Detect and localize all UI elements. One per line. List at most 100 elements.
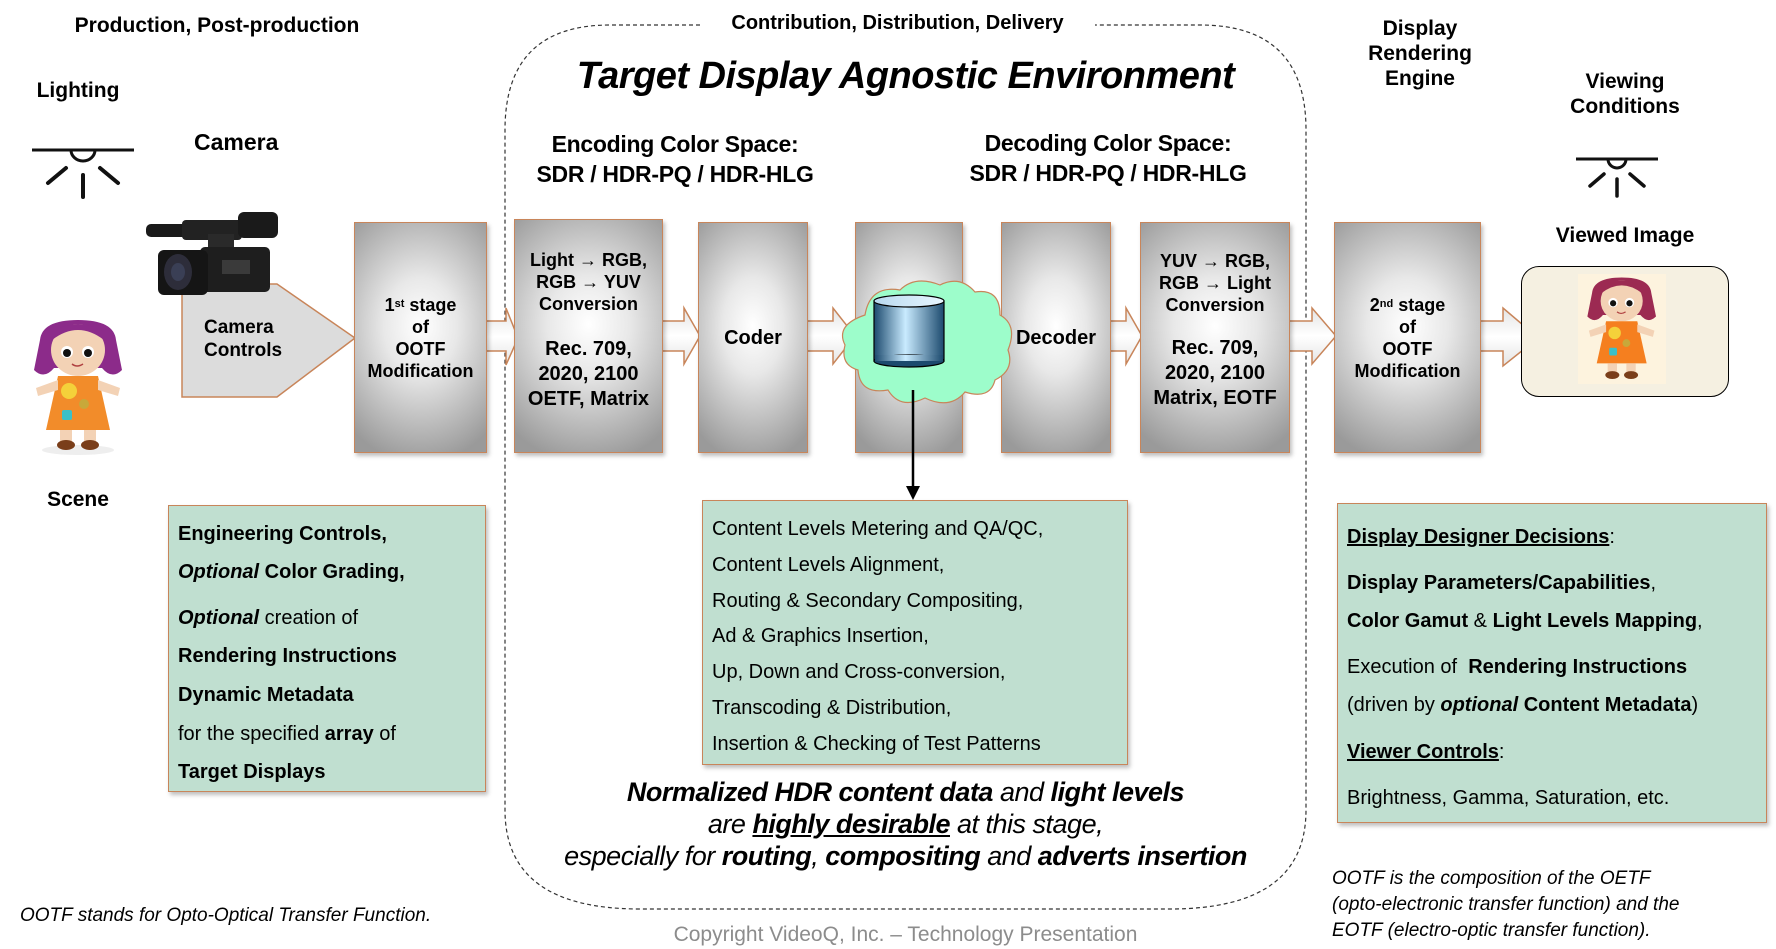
note-line3: EOTF (electro-optic transfer function).	[1332, 920, 1651, 941]
viewed-doll-image	[1578, 274, 1666, 384]
decode-conversion-box: YUV → RGB, RGB → Light Conversion Rec. 7…	[1140, 222, 1290, 453]
stage2-line2: of	[1399, 316, 1416, 337]
encode-line1: Light → RGB,	[530, 250, 647, 270]
arrow-decoder-to-decode	[1109, 305, 1143, 367]
summary-and2: and	[980, 841, 1038, 871]
display-params: Display Parameters/Capabilities	[1347, 572, 1651, 594]
dist-item: Content Levels Alignment,	[712, 554, 945, 576]
decoding-line1: Decoding Color Space:	[984, 130, 1232, 156]
stage1-line3: OOTF	[395, 338, 446, 359]
stage2-line3: OOTF	[1382, 338, 1433, 359]
prod-line2-italic: Optional	[178, 561, 260, 583]
stage2-line4: Modification	[1354, 360, 1461, 381]
coder-box: Coder	[698, 222, 808, 453]
encode-line3: Conversion	[538, 294, 639, 314]
summary-and: and	[992, 777, 1051, 807]
scene-doll-image	[34, 320, 122, 455]
stage1-line4: Modification	[367, 360, 474, 381]
decoder-box: Decoder	[1001, 222, 1111, 453]
prod-line2-bold: Color Grading,	[259, 561, 405, 583]
viewer-controls-list: Brightness, Gamma, Saturation, etc.	[1347, 787, 1670, 809]
decode-line2: RGB → Light	[1159, 273, 1271, 293]
arrow-stage1-to-encode	[485, 307, 519, 366]
prod-line7: Target Displays	[178, 761, 326, 783]
prod-line3: creation of	[259, 607, 359, 629]
dist-item: Content Levels Metering and QA/QC,	[712, 518, 1044, 540]
encode-line5: 2020, 2100	[538, 363, 639, 385]
camera-controls-line2: Controls	[204, 340, 283, 361]
prod-line6c: of	[373, 723, 396, 745]
encoding-line2: SDR / HDR-PQ / HDR-HLG	[536, 161, 814, 187]
stage1-rest: stage	[404, 294, 457, 315]
decoding-color-space-header: Decoding Color Space: SDR / HDR-PQ / HDR…	[948, 128, 1268, 188]
summary-light-levels: light levels	[1050, 777, 1185, 807]
prod-line6b: array	[324, 723, 374, 745]
decode-line4: Rec. 709,	[1171, 337, 1259, 359]
dist-item: Routing & Secondary Compositing,	[712, 590, 1024, 612]
production-controls-box: Engineering Controls, Optional Color Gra…	[168, 505, 486, 792]
summary-especially: especially for	[564, 841, 722, 871]
encode-line4: Rec. 709,	[545, 338, 632, 360]
summary-comma: ,	[811, 841, 826, 871]
colon: :	[1609, 526, 1615, 548]
display-designer-heading: Display Designer Decisions	[1347, 526, 1610, 548]
summary-are: are	[707, 809, 753, 839]
dist-item: Up, Down and Cross-conversion,	[712, 661, 1006, 683]
viewing-line1: Viewing	[1585, 70, 1665, 93]
encode-line2: RGB → YUV	[536, 272, 641, 292]
lighting-icon	[32, 148, 134, 199]
driven-by: (driven by	[1347, 694, 1441, 716]
summary-routing: routing	[721, 841, 812, 871]
encode-conversion-box: Light → RGB, RGB → YUV Conversion Rec. 7…	[514, 219, 663, 453]
production-header: Production, Post-production	[74, 14, 360, 37]
optional: optional	[1440, 694, 1519, 716]
copyright-text: Copyright VideoQ, Inc. – Technology Pres…	[673, 923, 1138, 946]
decode-line5: 2020, 2100	[1164, 362, 1266, 384]
contribution-header: Contribution, Distribution, Delivery	[700, 12, 1095, 35]
dist-item: Insertion & Checking of Test Patterns	[712, 733, 1041, 755]
summary-compositing: compositing	[825, 841, 981, 871]
stage1-num: 1	[384, 294, 395, 315]
light-levels-mapping: Light Levels Mapping	[1492, 610, 1698, 632]
stage2-ootf-box: 2nd stage of OOTF Modification	[1334, 222, 1481, 453]
arrow-encode-to-coder	[661, 305, 701, 367]
prod-line6a: for the specified	[178, 723, 325, 745]
comma: ,	[1650, 572, 1657, 594]
decoding-line2: SDR / HDR-PQ / HDR-HLG	[969, 160, 1247, 186]
coder-label: Coder	[724, 326, 782, 349]
decode-line1: YUV → RGB,	[1159, 251, 1270, 271]
summary-stage: at this stage,	[950, 809, 1104, 839]
stage2-rest: stage	[1393, 294, 1446, 315]
viewing-light-icon	[1576, 157, 1658, 198]
arrow-stage2-to-viewed	[1479, 306, 1524, 368]
stage1-sup: st	[394, 297, 405, 310]
note-line1: OOTF is the composition of the OETF	[1332, 868, 1651, 889]
arrow-decode-to-stage2	[1288, 305, 1337, 367]
stage2-num: 2	[1369, 294, 1380, 315]
dist-item: Ad & Graphics Insertion,	[712, 625, 929, 647]
agnostic-region-border	[504, 24, 1307, 910]
encoding-line1: Encoding Color Space:	[551, 131, 799, 157]
encoding-color-space-header: Encoding Color Space: SDR / HDR-PQ / HDR…	[515, 129, 835, 189]
content-metadata: Content Metadata	[1518, 694, 1692, 716]
paren: )	[1691, 694, 1699, 716]
camera-controls-label: Camera Controls	[204, 316, 282, 362]
camcorder-icon	[146, 212, 278, 295]
display-header-line2: Rendering Engine	[1368, 42, 1472, 90]
comma: ,	[1697, 610, 1703, 632]
note-line2: (opto-electronic transfer function) and …	[1332, 894, 1680, 915]
rendering-instructions: Rendering Instructions	[1468, 656, 1688, 678]
dist-item: Transcoding & Distribution,	[712, 697, 952, 719]
execution-of: Execution of	[1347, 656, 1469, 678]
down-arrow-head	[906, 486, 920, 500]
stage1-ootf-box: 1st stage of OOTF Modification	[354, 222, 487, 453]
encode-line6: OETF, Matrix	[527, 388, 650, 410]
viewing-line2: Conditions	[1570, 95, 1680, 118]
display-engine-header: Display Rendering Engine	[1340, 16, 1500, 91]
ootf-composition-note: OOTF is the composition of the OETF (opt…	[1332, 866, 1679, 944]
viewed-image-label: Viewed Image	[1555, 224, 1695, 247]
prod-line3-italic: Optional	[178, 607, 260, 629]
camera-controls-line1: Camera	[204, 317, 274, 338]
distribution-tasks-box: Content Levels Metering and QA/QC, Conte…	[702, 500, 1128, 765]
agnostic-environment-title: Target Display Agnostic Environment	[576, 55, 1235, 97]
